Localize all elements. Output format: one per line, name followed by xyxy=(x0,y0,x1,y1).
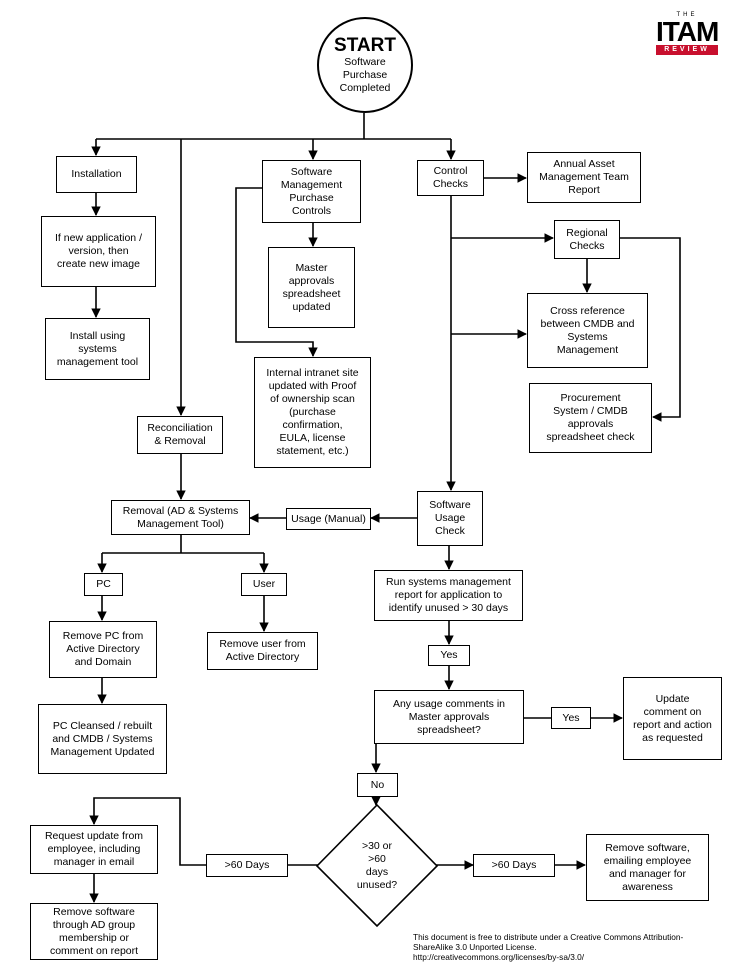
usage-check-box: Software Usage Check xyxy=(417,491,483,546)
connector xyxy=(89,797,206,866)
installation-box: Installation xyxy=(56,156,137,193)
install-tool-box: Install using systems management tool xyxy=(45,318,150,380)
start-title: START xyxy=(334,34,396,56)
remove-user-box: Remove user from Active Directory xyxy=(207,632,318,670)
yes-box-2: Yes xyxy=(551,707,591,729)
remove-pc-box: Remove PC from Active Directory and Doma… xyxy=(49,621,157,678)
user-box: User xyxy=(241,573,287,596)
license-note: This document is free to distribute unde… xyxy=(413,932,684,962)
remove-email-box: Remove software, emailing employee and m… xyxy=(586,834,709,901)
yes-box-1: Yes xyxy=(428,645,470,666)
update-comment-box: Update comment on report and action as r… xyxy=(623,677,722,760)
control-checks-box: Control Checks xyxy=(417,160,484,196)
regional-checks-box: Regional Checks xyxy=(554,220,620,259)
remove-ad-box: Remove software through AD group members… xyxy=(30,903,158,960)
decision-label: >30 or >60 days unused? xyxy=(356,840,398,891)
removal-box: Removal (AD & Systems Management Tool) xyxy=(111,500,250,535)
usage-comments-box: Any usage comments in Master approvals s… xyxy=(374,690,524,744)
logo-itam: ITAM xyxy=(656,16,719,47)
purchase-controls-box: Software Management Purchase Controls xyxy=(262,160,361,223)
start-node: START Software Purchase Completed xyxy=(317,17,413,113)
usage-manual-box: Usage (Manual) xyxy=(286,508,371,530)
logo-review: REVIEW xyxy=(656,45,718,55)
connector xyxy=(235,187,318,357)
create-image-box: If new application / version, then creat… xyxy=(41,216,156,287)
run-report-box: Run systems management report for applic… xyxy=(374,570,523,621)
pc-cleansed-box: PC Cleansed / rebuilt and CMDB / Systems… xyxy=(38,704,167,774)
request-update-box: Request update from employee, including … xyxy=(30,825,158,874)
start-subtitle: Software Purchase Completed xyxy=(339,55,391,94)
cross-reference-box: Cross reference between CMDB and Systems… xyxy=(527,293,648,368)
procurement-box: Procurement System / CMDB approvals spre… xyxy=(529,383,652,453)
connector xyxy=(620,237,681,422)
logo-the: THE xyxy=(676,12,698,18)
pc-box: PC xyxy=(84,573,123,596)
annual-report-box: Annual Asset Management Team Report xyxy=(527,152,641,203)
itam-review-logo: THE ITAM REVIEW xyxy=(656,12,719,55)
days-right-box: >60 Days xyxy=(473,854,555,877)
no-box: No xyxy=(357,773,398,797)
reconciliation-box: Reconciliation & Removal xyxy=(137,416,223,454)
intranet-box: Internal intranet site updated with Proo… xyxy=(254,357,371,468)
master-updated-box: Master approvals spreadsheet updated xyxy=(268,247,355,328)
days-left-box: >60 Days xyxy=(206,854,288,877)
decision-diamond xyxy=(315,803,439,928)
